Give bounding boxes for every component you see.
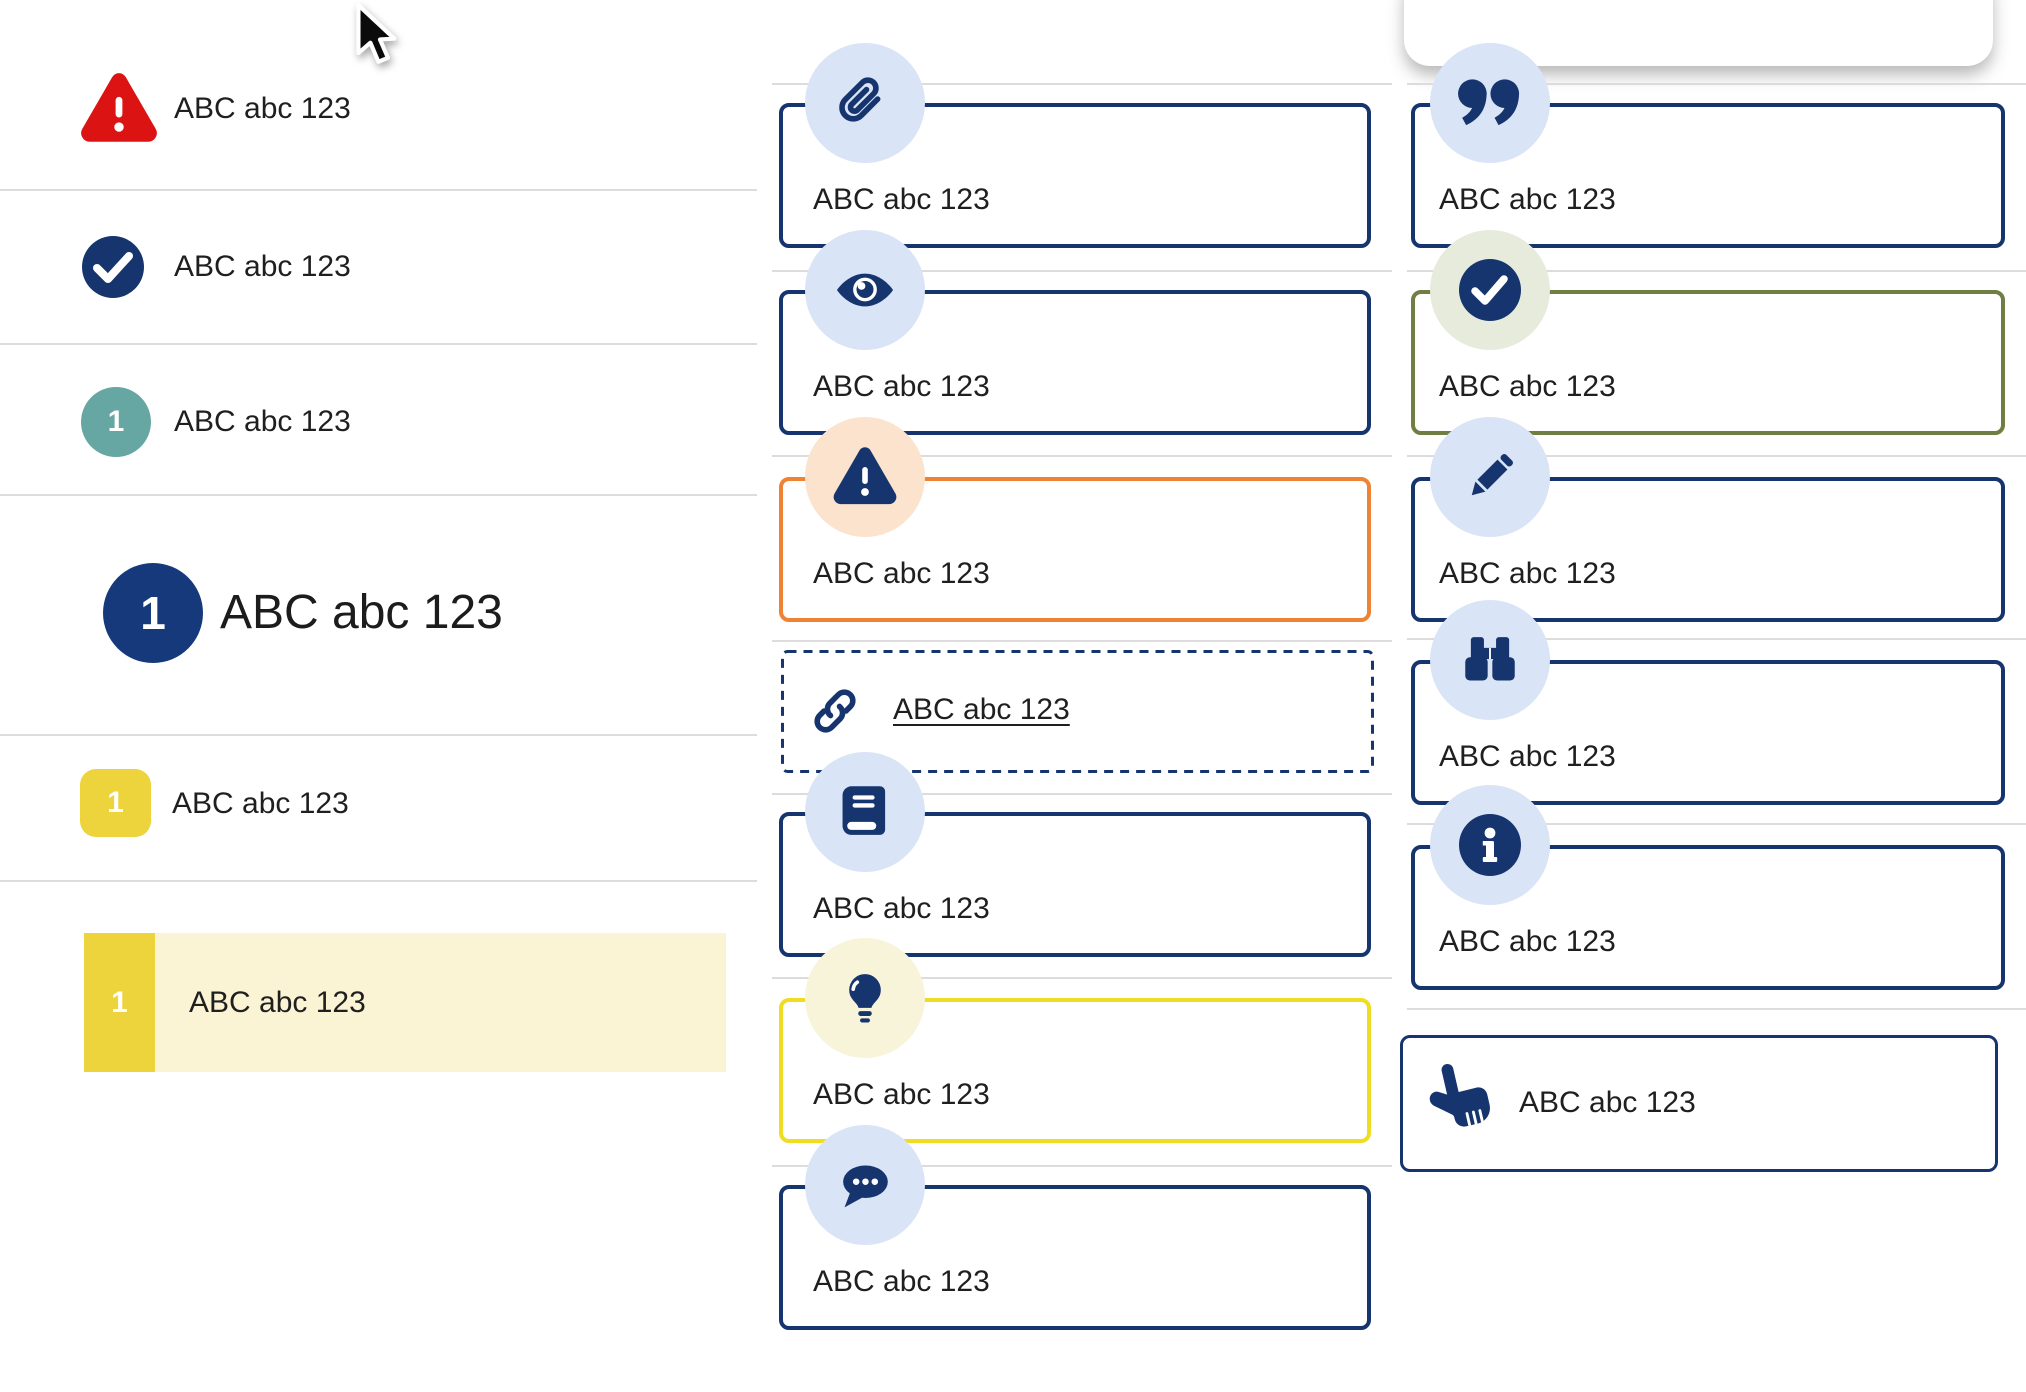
warning-icon <box>805 417 925 537</box>
callout-box-link: ABC abc 123 <box>781 650 1374 773</box>
mouse-cursor <box>352 2 400 69</box>
lightbulb-icon <box>805 938 925 1058</box>
check-circle-icon <box>1430 230 1550 350</box>
callout-label: ABC abc 123 <box>813 1078 990 1111</box>
divider <box>772 793 1392 795</box>
divider <box>1407 638 2026 640</box>
yellow-number-badge: 1 <box>80 769 151 837</box>
divider <box>1407 455 2026 457</box>
binoculars-icon <box>1430 600 1550 720</box>
teal-number-badge: 1 <box>81 387 151 457</box>
callout-label: ABC abc 123 <box>813 1265 990 1298</box>
quote-icon <box>1430 43 1550 163</box>
list-item-label: ABC abc 123 <box>174 92 351 125</box>
list-item-label: ABC abc 123 <box>189 986 366 1019</box>
divider <box>772 977 1392 979</box>
hand-pointer-icon <box>1423 1056 1493 1152</box>
callout-box-warning <box>779 477 1371 622</box>
list-item-label-large: ABC abc 123 <box>220 586 503 639</box>
list-item-label: ABC abc 123 <box>174 250 351 283</box>
divider <box>772 1165 1392 1167</box>
divider <box>0 494 757 496</box>
divider <box>0 343 757 345</box>
callout-label: ABC abc 123 <box>1439 740 1616 773</box>
info-icon <box>1430 785 1550 905</box>
divider <box>772 640 1392 642</box>
callout-link[interactable]: ABC abc 123 <box>893 693 1070 726</box>
paperclip-icon <box>805 43 925 163</box>
yellow-number-badge: 1 <box>84 933 155 1072</box>
chat-icon <box>805 1125 925 1245</box>
divider <box>1407 823 2026 825</box>
divider <box>0 734 757 736</box>
callout-label: ABC abc 123 <box>1439 183 1616 216</box>
callout-label: ABC abc 123 <box>1519 1086 1696 1119</box>
check-circle-icon <box>81 235 145 299</box>
divider <box>1407 270 2026 272</box>
callout-label: ABC abc 123 <box>813 557 990 590</box>
callout-label: ABC abc 123 <box>813 892 990 925</box>
book-icon <box>805 752 925 872</box>
eye-icon <box>805 230 925 350</box>
callout-label: ABC abc 123 <box>1439 370 1616 403</box>
warning-icon <box>79 73 159 144</box>
callout-label: ABC abc 123 <box>813 370 990 403</box>
divider <box>772 83 1392 85</box>
list-item-label: ABC abc 123 <box>172 787 349 820</box>
pencil-icon <box>1430 417 1550 537</box>
callout-box-hand: ABC abc 123 <box>1400 1035 1998 1172</box>
divider <box>0 189 757 191</box>
highlighted-row: 1 ABC abc 123 <box>84 933 726 1072</box>
large-number-badge: 1 <box>103 563 203 663</box>
list-item-label: ABC abc 123 <box>174 405 351 438</box>
callout-label: ABC abc 123 <box>1439 557 1616 590</box>
link-icon <box>805 681 865 741</box>
divider <box>1407 83 2026 85</box>
divider <box>1407 1008 2026 1010</box>
divider <box>0 880 757 882</box>
divider <box>772 455 1392 457</box>
callout-label: ABC abc 123 <box>1439 925 1616 958</box>
divider <box>772 270 1392 272</box>
callout-label: ABC abc 123 <box>813 183 990 216</box>
